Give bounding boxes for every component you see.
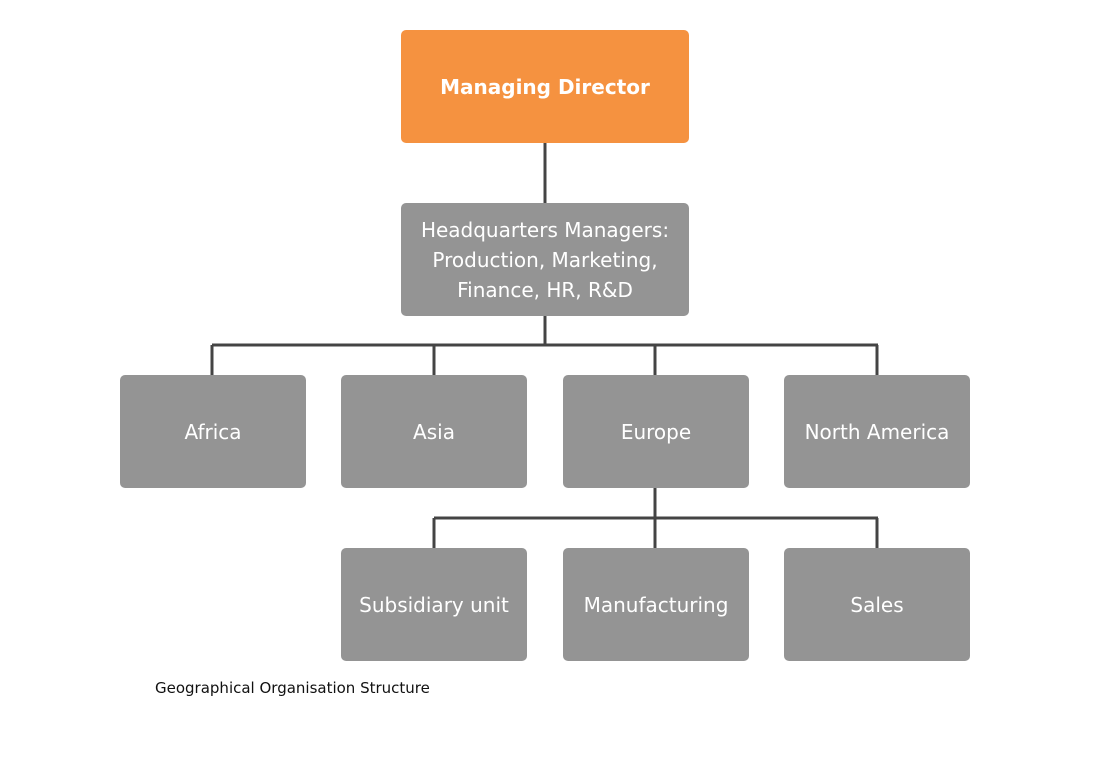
unit-box-manufacturing: Manufacturing [563,548,749,661]
managing-director-box: Managing Director [401,30,689,143]
region-label-africa: Africa [184,419,242,444]
region-box-north-america: North America [784,375,970,488]
region-label-asia: Asia [413,419,455,444]
unit-box-sales: Sales [784,548,970,661]
unit-label-sales: Sales [850,592,904,617]
region-box-asia: Asia [341,375,527,488]
headquarters-line-3: Finance, HR, R&D [457,277,633,302]
diagram-caption: Geographical Organisation Structure [155,679,430,697]
unit-label-subsidiary: Subsidiary unit [359,592,509,617]
region-box-africa: Africa [120,375,306,488]
region-label-europe: Europe [620,419,692,444]
unit-label-manufacturing: Manufacturing [583,592,729,617]
headquarters-managers-box: Headquarters Managers: Production, Marke… [401,203,689,316]
region-box-europe: Europe [563,375,749,488]
region-label-north-america: North America [804,419,950,444]
headquarters-line-1: Headquarters Managers: [420,217,670,242]
managing-director-label: Managing Director [440,74,650,99]
unit-box-subsidiary: Subsidiary unit [341,548,527,661]
headquarters-line-2: Production, Marketing, [432,247,658,272]
